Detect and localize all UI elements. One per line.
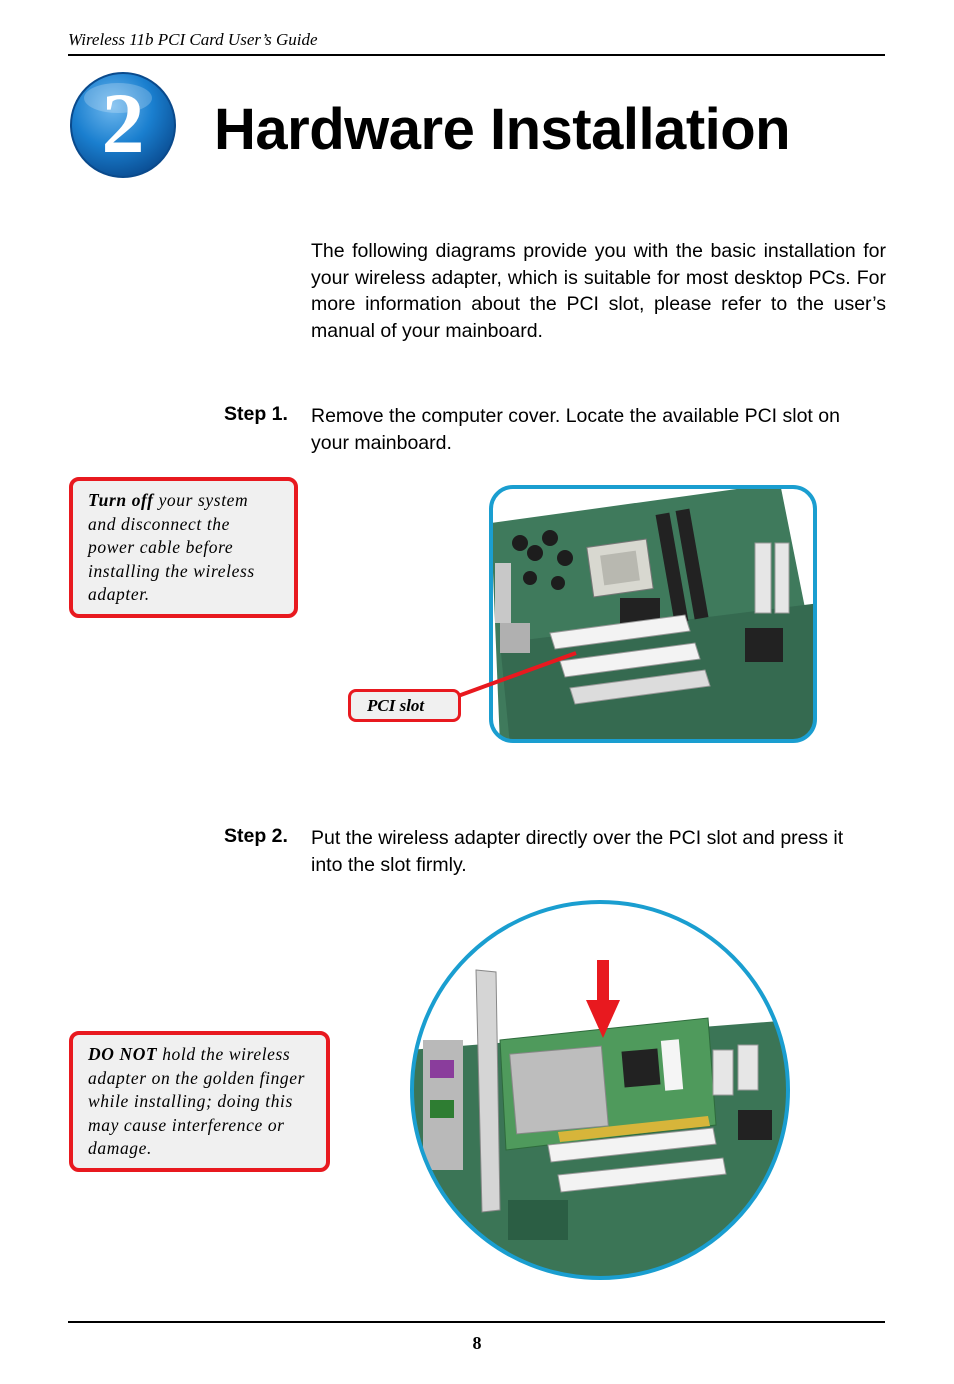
insert-adapter-figure (410, 900, 790, 1280)
header-rule (68, 54, 885, 56)
figure-2-frame (410, 900, 790, 1280)
note-2-emphasis: DO NOT (88, 1044, 158, 1064)
pci-slot-callout: PCI slot (348, 689, 461, 722)
step-2-text: Put the wireless adapter directly over t… (311, 827, 844, 876)
note-2-text: hold the wireless adapter on the golden … (88, 1044, 306, 1158)
down-arrow-icon (586, 1000, 620, 1038)
step-2-label: Step 2. (224, 825, 288, 847)
chapter-number: 2 (102, 75, 145, 171)
mainboard-figure (457, 485, 817, 743)
page-title: Hardware Installation (214, 97, 791, 162)
figure-1-frame (489, 485, 817, 743)
footer-rule (68, 1321, 885, 1323)
chapter-number-badge-icon: 2 (70, 72, 176, 178)
note-turn-off: Turn off your system and disconnect the … (69, 477, 298, 618)
pci-slot-pointer (457, 651, 577, 698)
note-1-emphasis: Turn off (88, 490, 154, 510)
note-1-text: your system and disconnect the power cab… (88, 490, 255, 604)
note-do-not: DO NOT hold the wireless adapter on the … (69, 1031, 330, 1172)
page-number: 8 (472, 1333, 482, 1353)
down-arrow-shaft (597, 960, 609, 1000)
intro-paragraph: The following diagrams provide you with … (311, 240, 886, 342)
running-header: Wireless 11b PCI Card User’s Guide (68, 30, 318, 49)
step-1-text: Remove the computer cover. Locate the av… (311, 405, 840, 454)
step-1-label: Step 1. (224, 403, 288, 425)
